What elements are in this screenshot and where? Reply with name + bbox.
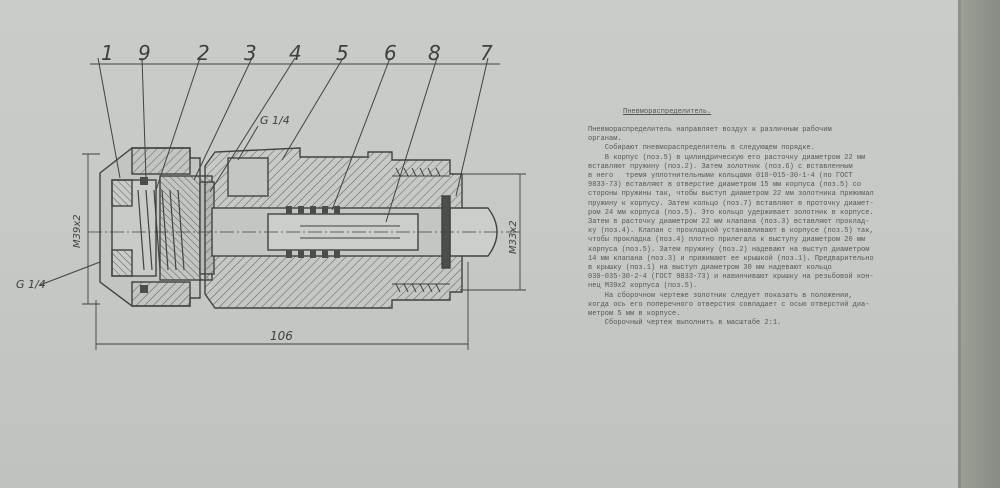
cap-hatched-lower xyxy=(131,281,191,307)
callout-3: 3 xyxy=(244,41,257,65)
note-body: Пневмораспределитель направляет воздух к… xyxy=(588,126,950,328)
assembly-drawing: 1 9 2 3 4 5 6 8 7 G 1/4 G 1/4 106 M39х2 … xyxy=(16,41,526,350)
note-line: В корпус (поз.5) в цилиндрическую его ра… xyxy=(588,153,866,162)
right-spring xyxy=(392,207,440,257)
dimension-lines xyxy=(82,153,526,350)
note-line: ку (поз.4). Клапан с прокладкой устанавл… xyxy=(588,227,874,236)
note-line: На сборочном чертеже золотник следует по… xyxy=(588,291,853,300)
note-line: в него тремя уплотнительными кольцами 01… xyxy=(588,172,853,181)
thread-right xyxy=(392,167,450,293)
callout-9: 9 xyxy=(138,41,151,65)
dimension-length: 106 xyxy=(270,329,293,343)
callout-1: 1 xyxy=(101,41,114,65)
note-line: пружину к корпусу. Затем кольцо (поз.7) … xyxy=(588,199,874,208)
assembly-note: Пневмораспределитель. Пневмораспределите… xyxy=(588,108,950,400)
callout-4: 4 xyxy=(289,41,302,65)
note-line: Пневмораспределитель направляет воздух к… xyxy=(588,126,832,134)
note-line: 9833-73) вставляют в отверстие диаметром… xyxy=(588,181,862,190)
note-line: 030-035-30-2-4 (ГОСТ 9833-73) и навинчив… xyxy=(588,273,874,282)
note-line: Собирают пневмораспределитель в следующе… xyxy=(588,144,815,153)
cap-hatched-upper xyxy=(131,147,191,175)
dimension-left-diameter: M39х2 xyxy=(72,214,83,248)
callout-2: 2 xyxy=(197,41,210,65)
callout-5: 5 xyxy=(336,41,349,65)
note-line: корпуса (поз.5). Затем пружину (поз.2) н… xyxy=(588,245,870,254)
callout-6: 6 xyxy=(384,41,397,65)
leader-lines xyxy=(39,57,500,286)
callout-numbers: 1 9 2 3 4 5 6 8 7 xyxy=(101,41,493,65)
spool-center-channel xyxy=(300,225,400,239)
frame-border-line xyxy=(958,0,961,488)
body-port-bore xyxy=(227,157,269,197)
note-title: Пневмораспределитель. xyxy=(623,108,712,116)
o-rings xyxy=(140,177,340,293)
note-line: ром 24 мм корпуса (поз.5). Это кольцо уд… xyxy=(588,208,874,217)
note-line: вставляют пружину (поз.2). Затем золотни… xyxy=(588,162,853,171)
cap-hatched-stem-top xyxy=(111,179,133,207)
note-line: Сборочный чертеж выполнить в масштабе 2:… xyxy=(588,319,782,328)
thread-label-top: G 1/4 xyxy=(260,114,290,127)
callout-8: 8 xyxy=(428,41,441,65)
thread-label-left: G 1/4 xyxy=(16,278,46,291)
note-line: 14 мм клапана (поз.3) и прижимают ее кры… xyxy=(588,254,874,263)
callout-7: 7 xyxy=(480,41,493,65)
note-line: Затем в расточку диаметром 22 мм клапана… xyxy=(588,218,870,227)
note-line: метром 5 мм в корпусе. xyxy=(588,310,681,319)
note-line: когда ось его поперечного отверстия совп… xyxy=(588,300,870,309)
dimension-right-diameter: M33х2 xyxy=(508,220,519,254)
note-line: органам. xyxy=(588,135,622,144)
note-line: нец М39х2 корпуса (поз.5). xyxy=(588,282,698,291)
cap-hatched-stem-bottom xyxy=(111,249,133,277)
note-line: стороны пружины так, чтобы выступ диамет… xyxy=(588,190,874,199)
sheet-edge-strip xyxy=(961,0,1000,488)
note-line: в крышку (поз.1) на выступ диаметром 30 … xyxy=(588,264,832,273)
note-line: чтобы прокладка (поз.4) плотно прилегала… xyxy=(588,236,866,245)
